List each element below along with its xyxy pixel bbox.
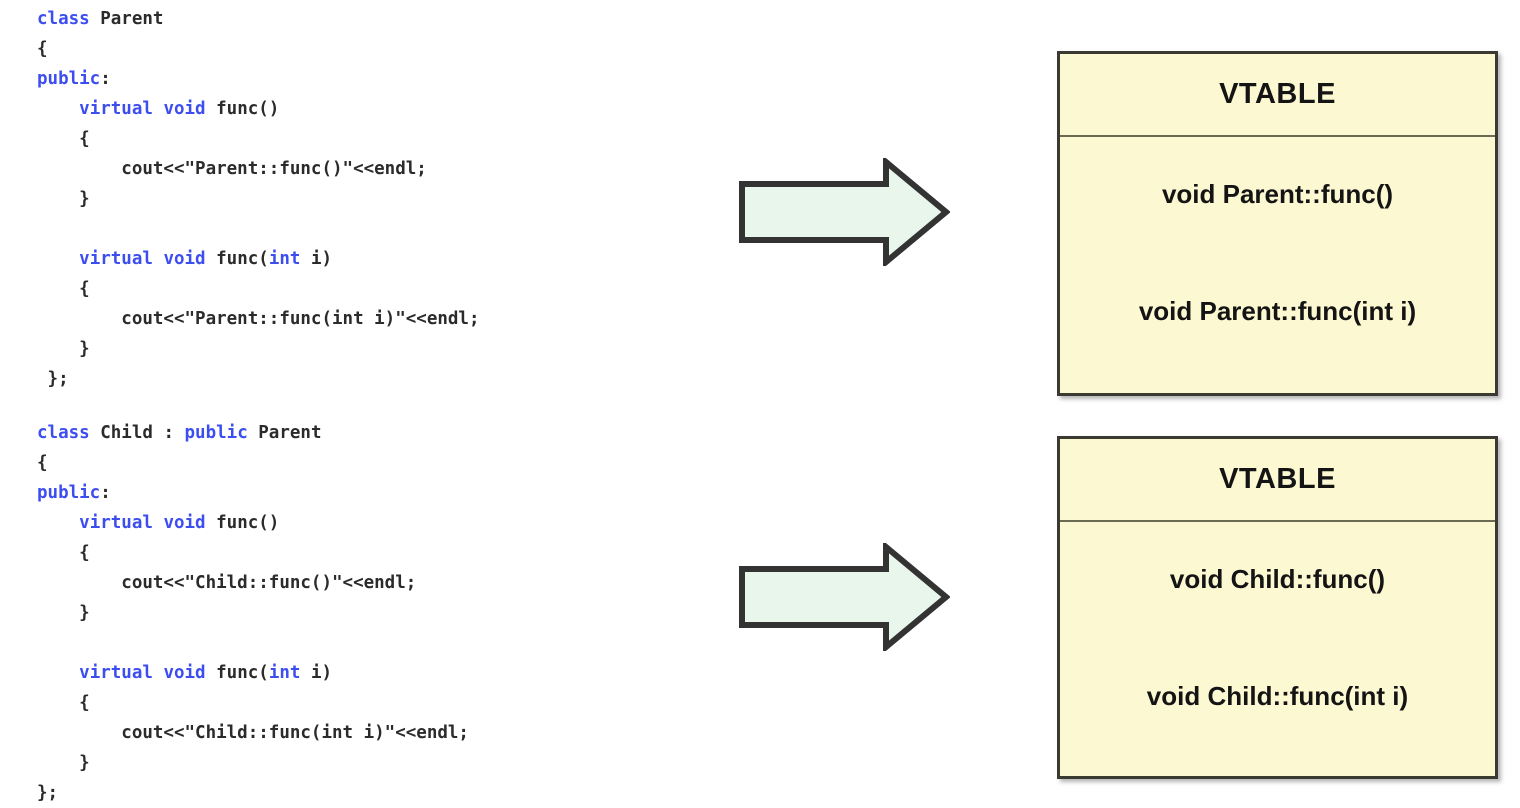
vtable-parent-header: VTABLE [1060,54,1495,137]
code-text: } [37,603,90,623]
code-line: { [37,448,469,478]
code-panel: class Parent { public: virtual void func()… [0,0,720,806]
code-text [37,249,79,269]
code-keyword: virtual void [79,663,206,683]
code-line: } [37,598,469,628]
code-keyword: virtual void [79,249,206,269]
code-text: } [37,753,90,773]
code-text [37,663,79,683]
code-line [37,214,480,244]
vtable-entry: void Parent::func(int i) [1138,296,1417,326]
code-text: func() [205,99,280,119]
code-text: : [100,69,111,89]
code-keyword: public [184,423,248,443]
code-text: } [37,189,90,209]
code-line: public: [37,478,469,508]
code-text: cout<<"Parent::func(int i)"<<endl; [37,309,480,329]
code-text [37,99,79,119]
arrow-child-to-vtable [738,540,951,654]
child-class-code: class Child : public Parent { public: virt… [37,418,469,808]
code-line [37,628,469,658]
code-line: } [37,184,480,214]
vtable-child: VTABLE void Child::func() void Child::fu… [1057,436,1498,779]
right-arrow-icon [739,540,951,654]
code-text: } [37,339,90,359]
code-text: i) [300,249,333,269]
vtable-parent-title: VTABLE [1219,78,1336,110]
vtable-child-title: VTABLE [1219,463,1336,495]
vtable-entry: void Child::func(int i) [1146,681,1409,711]
code-line: public: [37,64,480,94]
vtable-parent: VTABLE void Parent::func() void Parent::… [1057,51,1498,396]
vtable-entry: void Child::func() [1169,564,1386,594]
code-line: cout<<"Parent::func()"<<endl; [37,154,480,184]
code-text: func() [205,513,280,533]
code-line: { [37,124,480,154]
code-text: func( [205,663,269,683]
code-text: func( [205,249,269,269]
code-line: { [37,688,469,718]
code-keyword: int [268,249,301,269]
code-text: Parent [247,423,322,443]
code-text: cout<<"Child::func(int i)"<<endl; [37,723,469,743]
code-text: cout<<"Parent::func()"<<endl; [37,159,427,179]
vtable-child-header: VTABLE [1060,439,1495,522]
code-line: { [37,538,469,568]
code-line: } [37,748,469,778]
code-line: virtual void func(int i) [37,244,480,274]
code-text: Child : [89,423,185,443]
vtable-entry: void Parent::func() [1161,179,1394,209]
code-line: { [37,34,480,64]
code-keyword: public [37,69,101,89]
code-line: cout<<"Child::func(int i)"<<endl; [37,718,469,748]
code-line: }; [37,778,469,808]
code-line: cout<<"Child::func()"<<endl; [37,568,469,598]
right-arrow-icon [739,155,951,269]
code-line: virtual void func() [37,508,469,538]
code-text: cout<<"Child::func()"<<endl; [37,573,417,593]
code-text: { [37,129,90,149]
code-keyword: int [268,663,301,683]
code-keyword: class [37,423,90,443]
code-line: class Child : public Parent [37,418,469,448]
vtable-parent-body: void Parent::func() void Parent::func(in… [1060,137,1495,393]
code-text: { [37,39,48,59]
code-keyword: public [37,483,101,503]
code-line: cout<<"Parent::func(int i)"<<endl; [37,304,480,334]
code-keyword: virtual void [79,513,206,533]
arrow-parent-to-vtable [738,155,951,269]
code-text: { [37,279,90,299]
code-text: Parent [89,9,164,29]
code-text: { [37,693,90,713]
code-line: virtual void func() [37,94,480,124]
code-text: { [37,543,90,563]
code-text [37,513,79,533]
code-line: }; [37,364,480,394]
code-line: { [37,274,480,304]
code-text: : [100,483,111,503]
code-line: } [37,334,480,364]
parent-class-code: class Parent { public: virtual void func()… [37,4,480,394]
code-text: { [37,453,48,473]
code-line: virtual void func(int i) [37,658,469,688]
code-line: class Parent [37,4,480,34]
code-text: }; [37,783,59,803]
code-keyword: class [37,9,90,29]
code-text: i) [300,663,333,683]
vtable-child-body: void Child::func() void Child::func(int … [1060,522,1495,776]
code-keyword: virtual void [79,99,206,119]
code-text: }; [37,369,69,389]
